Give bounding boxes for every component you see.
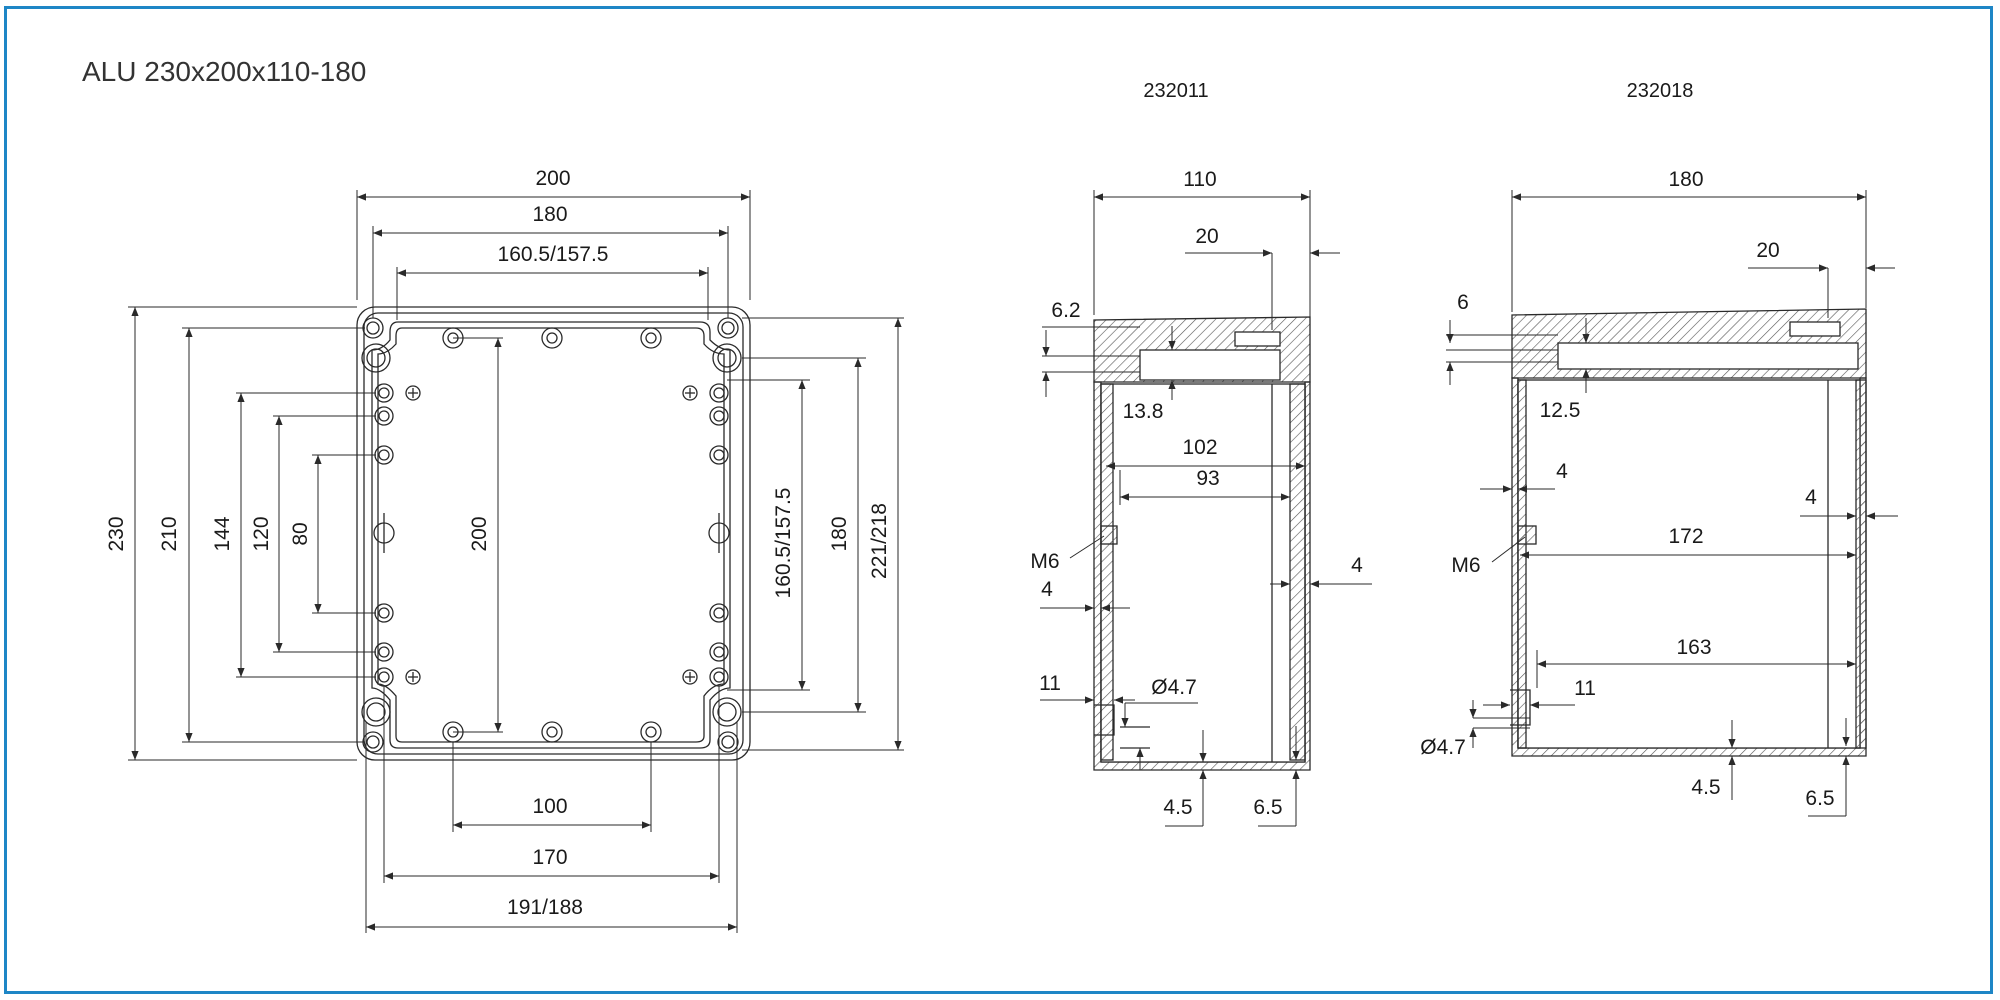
dim-height-80: 80 bbox=[289, 522, 312, 545]
side-b-dim-4-5: 4.5 bbox=[1691, 776, 1720, 799]
cross-screws bbox=[405, 385, 698, 685]
side-b-dim-4-right: 4 bbox=[1805, 486, 1817, 509]
side-b-dim-diameter: Ø4.7 bbox=[1420, 736, 1466, 759]
dim-height-144: 144 bbox=[211, 516, 234, 551]
side-a-dim-6-2: 6.2 bbox=[1051, 299, 1080, 322]
side-b-dim-20: 20 bbox=[1756, 239, 1779, 262]
front-extension-lines bbox=[128, 190, 904, 933]
side-a-dim-4-5: 4.5 bbox=[1163, 796, 1192, 819]
dim-bottom-170: 170 bbox=[532, 846, 567, 869]
front-lid-outline-2 bbox=[377, 327, 725, 743]
side-a-dim-93: 93 bbox=[1196, 467, 1219, 490]
dim-height-180: 180 bbox=[828, 516, 851, 551]
side-b-dim-12-5: 12.5 bbox=[1540, 399, 1581, 422]
side-a-lid-screw bbox=[1139, 349, 1281, 381]
side-a-dim-4-left: 4 bbox=[1041, 578, 1053, 601]
side-a-dim-diameter: Ø4.7 bbox=[1151, 676, 1197, 699]
side-view-232011: 232011 bbox=[1030, 80, 1372, 827]
drawing-title: ALU 230x200x110-180 bbox=[82, 56, 367, 87]
dim-width-180: 180 bbox=[532, 203, 567, 226]
side-a-dim-4-right: 4 bbox=[1351, 554, 1363, 577]
dim-height-200: 200 bbox=[468, 516, 491, 551]
side-b-dim-6-5: 6.5 bbox=[1805, 787, 1834, 810]
dim-height-160: 160.5/157.5 bbox=[772, 488, 795, 599]
side-b-lid-screw bbox=[1557, 342, 1859, 370]
side-b-dim-163: 163 bbox=[1676, 636, 1711, 659]
side-b-dim-6: 6 bbox=[1457, 291, 1469, 314]
dim-width-160: 160.5/157.5 bbox=[498, 243, 609, 266]
side-b-m6-insert bbox=[1517, 525, 1537, 545]
side-a-dim-11: 11 bbox=[1039, 672, 1061, 695]
corner-holes bbox=[361, 317, 742, 753]
front-dimension-lines bbox=[131, 193, 902, 931]
dim-height-120: 120 bbox=[250, 516, 273, 551]
side-a-dim-102: 102 bbox=[1182, 436, 1217, 459]
side-holes bbox=[374, 383, 729, 687]
side-b-interior bbox=[1517, 379, 1861, 749]
side-a-interior bbox=[1100, 383, 1306, 763]
front-view: 200 180 160.5/157.5 230 210 144 120 80 2… bbox=[105, 167, 904, 933]
side-b-dim-width: 180 bbox=[1668, 168, 1703, 191]
side-b-dim-172: 172 bbox=[1668, 525, 1703, 548]
side-b-dim-m6: M6 bbox=[1451, 554, 1480, 577]
side-a-dim-width: 110 bbox=[1183, 168, 1216, 191]
side-b-dim-4-left: 4 bbox=[1556, 460, 1568, 483]
front-lid-outline bbox=[371, 321, 731, 749]
side-a-dim-6-5: 6.5 bbox=[1253, 796, 1282, 819]
dim-height-221: 221/218 bbox=[868, 503, 891, 579]
side-view-232018: 232018 bbox=[1420, 80, 1898, 817]
dim-bottom-100: 100 bbox=[532, 795, 567, 818]
side-a-dim-13-8: 13.8 bbox=[1123, 400, 1164, 423]
dim-bottom-191: 191/188 bbox=[507, 896, 583, 919]
side-b-label: 232018 bbox=[1627, 80, 1694, 102]
drawing-frame bbox=[4, 6, 1993, 994]
side-a-foot bbox=[1094, 704, 1115, 736]
side-a-dim-m6: M6 bbox=[1030, 550, 1059, 573]
side-a-dim-20: 20 bbox=[1195, 225, 1218, 248]
front-outer-outline bbox=[356, 306, 751, 761]
dim-height-230: 230 bbox=[105, 516, 128, 551]
side-a-m6-insert bbox=[1100, 525, 1118, 545]
dim-height-210: 210 bbox=[158, 516, 181, 551]
front-outer-outline-2 bbox=[363, 312, 744, 755]
side-a-label: 232011 bbox=[1143, 80, 1208, 102]
keyhole-slots bbox=[373, 513, 730, 553]
dim-width-200: 200 bbox=[535, 167, 570, 190]
side-b-dim-11: 11 bbox=[1574, 677, 1596, 700]
